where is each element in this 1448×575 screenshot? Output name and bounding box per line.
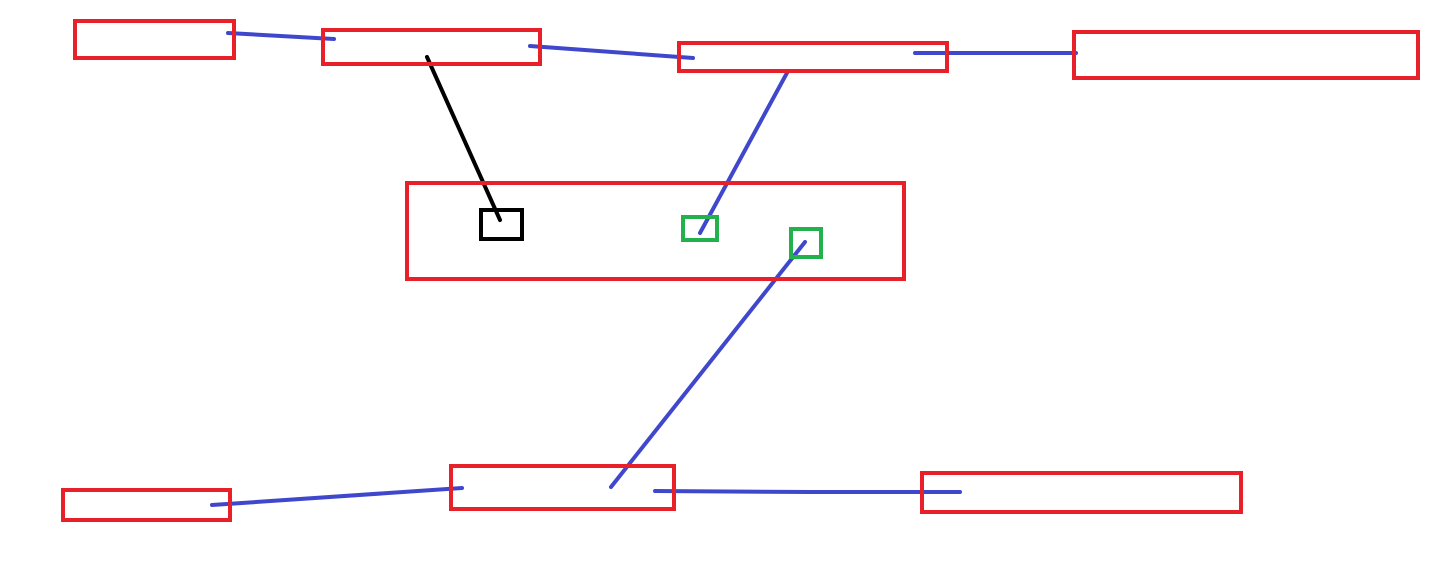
box-top-1 xyxy=(73,19,236,60)
connector-top-1-to-top-2 xyxy=(226,31,336,41)
box-center-inner-black xyxy=(479,208,524,241)
box-center-inner-green-2 xyxy=(789,227,823,259)
box-top-4 xyxy=(1072,30,1420,80)
connector-top-2-to-top-3 xyxy=(528,44,695,60)
box-center-large xyxy=(405,181,906,281)
connector-top-2-to-black-box xyxy=(425,55,502,222)
connector-bottom-1-to-bottom-2 xyxy=(210,486,464,507)
box-top-3 xyxy=(677,41,949,73)
connector-top-3-to-green-box-1 xyxy=(698,69,790,235)
box-center-inner-green-1 xyxy=(681,215,719,242)
box-bottom-3 xyxy=(920,471,1243,514)
box-bottom-1 xyxy=(61,488,232,522)
connector-green-box-2-to-bottom-2 xyxy=(609,240,807,489)
connector-bottom-2-to-bottom-3 xyxy=(653,489,962,494)
box-bottom-2 xyxy=(449,464,676,511)
box-top-2 xyxy=(321,28,542,66)
boxes-layer xyxy=(61,19,1420,522)
connectors-layer xyxy=(210,31,1078,507)
